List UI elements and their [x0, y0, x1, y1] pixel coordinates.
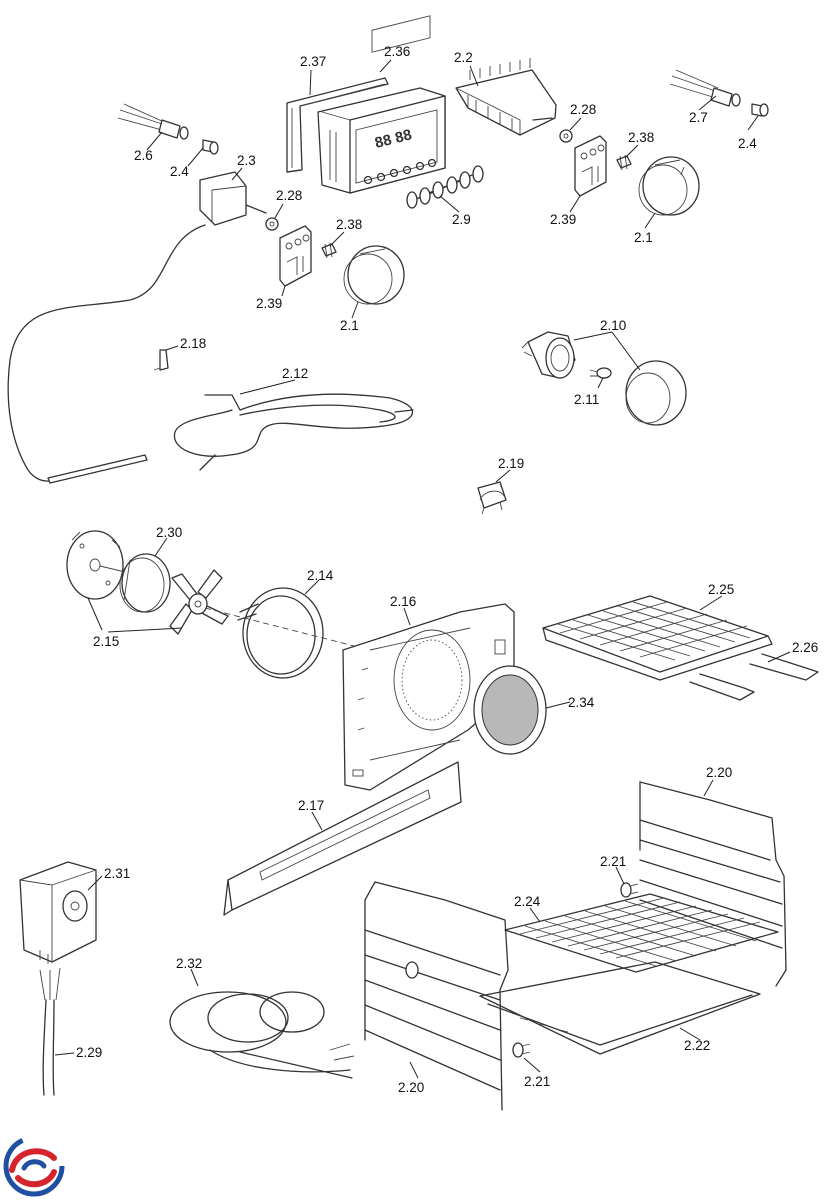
part-2-20-side-rack-top [639, 781, 787, 987]
part-2-2-selector-switch [455, 58, 557, 136]
label-2-20-top: 2.20 [706, 765, 732, 780]
part-2-16-back-panel [342, 603, 515, 791]
label-2-39-left: 2.39 [256, 296, 282, 311]
part-2-4-lens-right [751, 103, 769, 117]
label-2-21-bottom: 2.21 [524, 1074, 550, 1089]
label-2-11: 2.11 [574, 392, 599, 407]
label-2-9: 2.9 [452, 212, 471, 227]
label-2-15: 2.15 [93, 634, 119, 649]
part-2-28-washer-left [265, 217, 279, 231]
label-2-1-left: 2.1 [340, 318, 359, 333]
label-2-32: 2.32 [176, 956, 202, 971]
label-2-39-right: 2.39 [550, 212, 576, 227]
label-2-25: 2.25 [708, 582, 734, 597]
part-2-31-turnspit-motor [19, 861, 97, 964]
part-2-20-side-rack-bottom [364, 881, 509, 1111]
part-2-1-knob-left [343, 245, 405, 305]
label-2-21-top: 2.21 [600, 854, 626, 869]
part-2-36-timer-display: 88 88 [317, 15, 446, 194]
label-2-2: 2.2 [454, 50, 473, 65]
label-2-30: 2.30 [156, 525, 182, 540]
label-2-34: 2.34 [568, 695, 595, 710]
part-2-34-fan-cover [473, 665, 547, 755]
part-2-28-washer-right [559, 129, 573, 143]
label-2-22: 2.22 [684, 1038, 710, 1053]
label-2-38-right: 2.38 [628, 130, 654, 145]
label-2-31: 2.31 [104, 866, 130, 881]
part-fan-impeller [169, 569, 229, 635]
label-2-1-right: 2.1 [634, 230, 653, 245]
part-labels: 2.37 2.36 2.2 2.6 2.4 2.3 2.28 2.38 2.39… [76, 44, 818, 1095]
part-2-11-bulb [589, 367, 612, 379]
part-2-21-screw-top [620, 882, 639, 898]
label-2-3: 2.3 [237, 153, 256, 168]
label-2-14: 2.14 [307, 568, 334, 583]
part-2-6-lamp-holder-left [117, 103, 189, 140]
part-2-17-strip [223, 761, 462, 916]
part-2-10-lamp-assembly [521, 331, 687, 426]
leader-lines [54, 59, 791, 1079]
part-2-22-baking-tray [479, 961, 761, 1055]
part-2-15-fan-motor [66, 530, 126, 600]
part-2-9-push-buttons [406, 165, 484, 209]
part-2-37-bracket [286, 77, 389, 173]
part-2-12-grill-element [173, 393, 414, 471]
part-2-25-wire-shelf [542, 595, 773, 681]
part-2-38-spring-left [321, 242, 337, 259]
part-2-7-lamp-holder-right [669, 69, 741, 107]
part-2-14-ring-element [204, 587, 371, 679]
part-2-3-thermostat [7, 171, 267, 484]
label-2-17: 2.17 [298, 798, 324, 813]
label-2-4-left: 2.4 [170, 164, 189, 179]
label-2-28-right: 2.28 [570, 102, 596, 117]
label-2-10: 2.10 [600, 318, 626, 333]
brand-logo [3, 1135, 65, 1197]
part-2-39-bezel-right [574, 135, 607, 197]
part-2-19-clip [477, 481, 507, 515]
part-2-38-spring-right [616, 154, 632, 171]
label-2-26: 2.26 [792, 640, 818, 655]
label-2-24: 2.24 [514, 894, 541, 909]
part-2-29-power-cable [39, 967, 61, 1096]
label-2-28-left: 2.28 [276, 188, 302, 203]
label-2-29: 2.29 [76, 1045, 102, 1060]
label-2-37: 2.37 [300, 54, 326, 69]
label-2-38-left: 2.38 [336, 217, 362, 232]
part-2-39-bezel-left [279, 225, 312, 287]
label-2-20-bottom: 2.20 [398, 1080, 424, 1095]
part-2-32-wiring-harness [169, 991, 355, 1079]
label-2-36: 2.36 [384, 44, 410, 59]
label-2-19: 2.19 [498, 456, 524, 471]
label-2-7: 2.7 [689, 110, 708, 125]
part-2-1-knob-right [638, 156, 700, 216]
label-2-18: 2.18 [180, 336, 206, 351]
part-2-24-grid-shelf [504, 893, 779, 973]
part-2-18-clip [153, 349, 169, 371]
part-2-4-lens-left [202, 139, 219, 155]
part-2-21-screw-bottom [512, 1042, 531, 1058]
label-2-6: 2.6 [134, 148, 153, 163]
label-2-4-right: 2.4 [738, 136, 757, 151]
label-2-16: 2.16 [390, 594, 416, 609]
part-2-26-shelf-clips [689, 653, 819, 701]
part-2-30-fan-disc [119, 553, 171, 613]
label-2-12: 2.12 [282, 366, 308, 381]
